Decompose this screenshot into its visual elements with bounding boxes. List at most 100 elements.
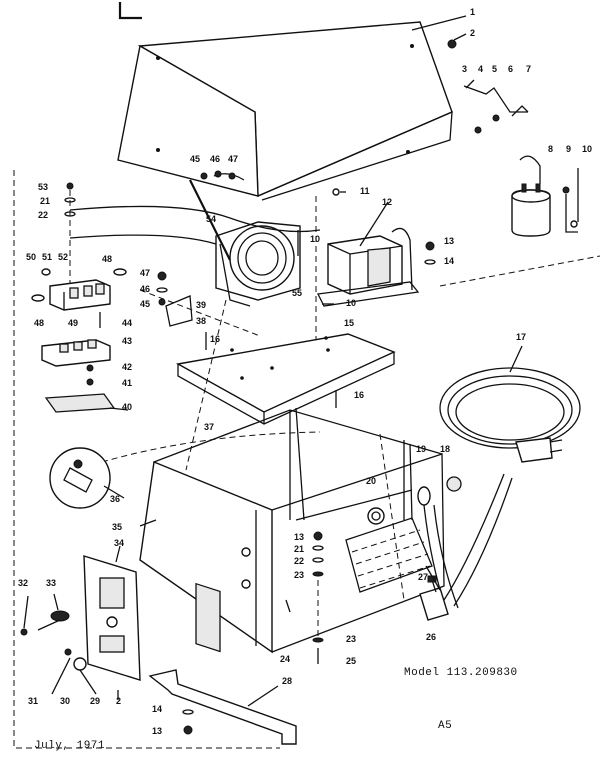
part-number-9: 9	[566, 144, 571, 154]
part-number-45: 45	[190, 154, 200, 164]
leader-line	[109, 407, 129, 411]
part-number-44: 44	[122, 318, 132, 328]
part-number-5: 5	[492, 64, 497, 74]
hood-cover	[117, 21, 453, 201]
leader-line	[23, 595, 29, 629]
washer-icon	[156, 287, 168, 293]
washer-icon	[182, 709, 194, 715]
part-number-12: 12	[382, 197, 392, 207]
part-number-54: 54	[206, 214, 216, 224]
washer-icon	[312, 571, 324, 577]
leader-line	[509, 345, 523, 373]
part-number-40: 40	[122, 402, 132, 412]
part-number-31: 31	[28, 696, 38, 706]
alignment-line	[379, 433, 405, 601]
part-number-6: 6	[508, 64, 513, 74]
page-code: A5	[438, 720, 453, 732]
part-number-30: 30	[60, 696, 70, 706]
part-number-46b: 46	[140, 284, 150, 294]
part-number-13: 13	[444, 236, 454, 246]
strain-relief-icon	[49, 447, 111, 509]
wire-connector-icon	[463, 85, 529, 134]
transformer	[317, 227, 420, 307]
part-number-17: 17	[516, 332, 526, 342]
alignment-line	[101, 431, 321, 463]
part-number-7: 7	[526, 64, 531, 74]
grommet-icon	[417, 486, 431, 506]
alignment-line	[139, 289, 261, 337]
washer-icon	[312, 557, 324, 563]
label-plate	[44, 393, 116, 413]
part-number-10: 10	[582, 144, 592, 154]
wire-lead	[69, 234, 217, 245]
part-number-45b: 45	[140, 299, 150, 309]
part-number-22b: 22	[294, 556, 304, 566]
washer-icon	[332, 188, 340, 196]
grommet-icon	[367, 507, 385, 525]
screw-icon	[158, 298, 166, 306]
terminal-base	[41, 339, 111, 367]
part-number-35: 35	[112, 522, 122, 532]
part-number-28: 28	[282, 676, 292, 686]
washer-icon	[424, 259, 436, 265]
capacitor-icon	[511, 155, 551, 237]
part-number-38: 38	[196, 316, 206, 326]
part-number-49: 49	[68, 318, 78, 328]
screw-knob-icon	[20, 610, 70, 636]
part-number-50: 50	[26, 252, 36, 262]
part-number-52: 52	[58, 252, 68, 262]
screw-icon	[64, 648, 72, 656]
leader-line	[139, 519, 157, 527]
part-number-55: 55	[292, 288, 302, 298]
mounting-bracket	[148, 669, 297, 745]
part-number-21: 21	[40, 196, 50, 206]
clamp-bracket	[165, 295, 193, 327]
wire-lead	[433, 504, 459, 609]
part-number-33: 33	[46, 578, 56, 588]
part-number-11: 11	[360, 186, 370, 196]
wire-lead	[69, 205, 321, 233]
screw-icon	[447, 39, 457, 49]
leader-line	[115, 545, 121, 563]
part-number-15: 15	[344, 318, 354, 328]
part-number-21b: 21	[294, 544, 304, 554]
part-number-41: 41	[122, 378, 132, 388]
part-number-46: 46	[210, 154, 220, 164]
part-number-32: 32	[18, 578, 28, 588]
part-number-48: 48	[102, 254, 112, 264]
base-housing	[139, 407, 445, 654]
connector-icon	[214, 170, 222, 178]
nut-icon	[86, 378, 94, 386]
leader-line	[453, 33, 467, 41]
leader-line	[425, 565, 441, 591]
part-number-51: 51	[42, 252, 52, 262]
nut-icon	[157, 271, 167, 281]
part-number-8: 8	[548, 144, 553, 154]
part-number-22: 22	[38, 210, 48, 220]
leader-line	[103, 485, 125, 499]
part-number-43: 43	[122, 336, 132, 346]
part-labels: 1 2 3 4 5 6 7 8 9 10 11 12 13 14 10 10 1…	[18, 7, 592, 736]
part-number-24: 24	[280, 654, 290, 664]
nut-icon	[425, 241, 435, 251]
wire-lead	[189, 179, 231, 261]
alignment-line	[13, 170, 280, 749]
part-number-39: 39	[196, 300, 206, 310]
part-number-14: 14	[444, 256, 454, 266]
part-number-34: 34	[114, 538, 124, 548]
mount-plate	[175, 333, 396, 425]
corner-mark	[118, 2, 142, 20]
washer-icon	[73, 657, 87, 671]
terminal-block	[31, 268, 127, 311]
part-number-37: 37	[204, 422, 214, 432]
part-number-48b: 48	[34, 318, 44, 328]
grommet-icon	[371, 511, 381, 521]
part-number-3: 3	[462, 64, 467, 74]
power-cord	[439, 367, 581, 607]
part-number-4: 4	[478, 64, 483, 74]
alignment-line	[439, 255, 601, 287]
leader-line	[53, 593, 59, 611]
capacitor-bracket-icon	[562, 168, 579, 233]
model-number: Model 113.209830	[404, 667, 518, 679]
part-number-16: 16	[210, 334, 220, 344]
